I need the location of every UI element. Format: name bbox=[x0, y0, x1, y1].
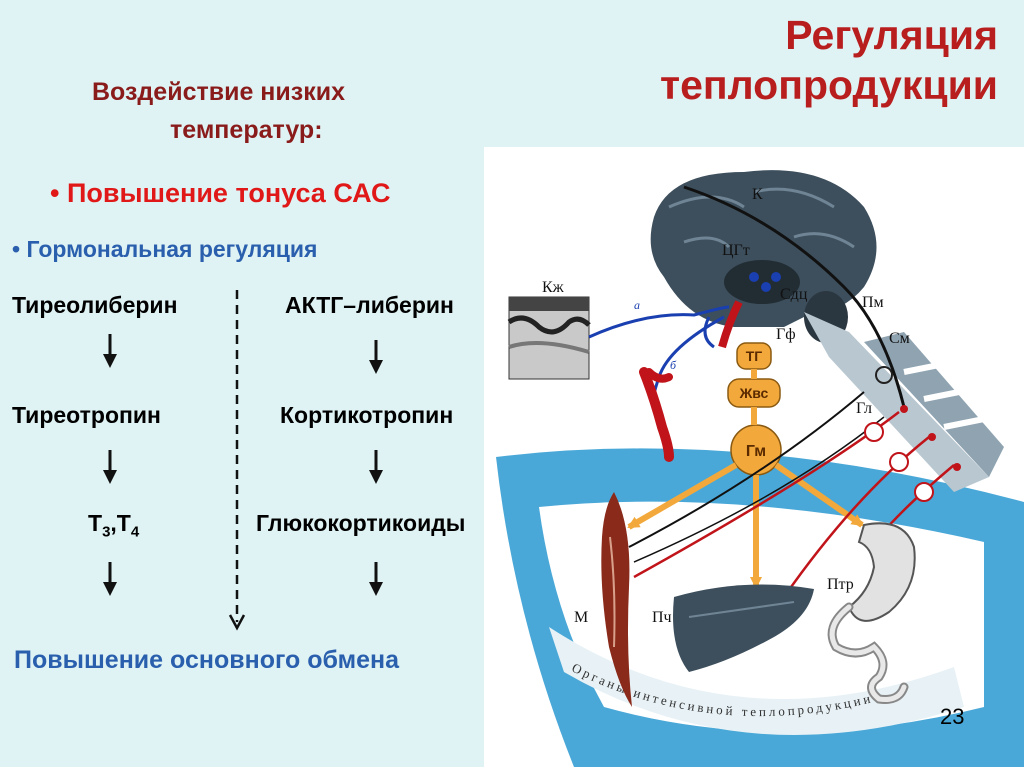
chain-right-glucocorticoids: Глюкокортикоиды bbox=[256, 510, 466, 536]
label-a: а bbox=[634, 298, 640, 312]
page-number: 23 bbox=[940, 704, 965, 729]
hypophysis-stalk bbox=[718, 300, 743, 349]
arrow-thyrotropin-down bbox=[103, 450, 117, 484]
label-Gf: Гф bbox=[776, 326, 796, 343]
label-Gl: Гл bbox=[856, 400, 872, 417]
label-Pch: Пч bbox=[652, 609, 672, 626]
hypothalamus-region bbox=[724, 260, 800, 304]
label-CGt: ЦГт bbox=[722, 242, 750, 259]
chain-left-thyrotropin: Тиреотропин bbox=[12, 402, 161, 428]
label-Zhvs: Жвс bbox=[739, 385, 769, 401]
label-Gm: Гм bbox=[746, 443, 766, 460]
muscle-fiber bbox=[609, 536, 616, 648]
arrow-t3t4-down bbox=[103, 562, 117, 596]
bullet-sas: • Повышение тонуса САС bbox=[50, 178, 391, 208]
arrow-corticotropin-down bbox=[369, 450, 383, 484]
chain-right-acth-liberin: АКТГ–либерин bbox=[285, 292, 454, 318]
spinal-cord bbox=[804, 312, 989, 492]
muscle-organ bbox=[601, 492, 632, 707]
chain-left-thyroliberin: Тиреолиберин bbox=[12, 292, 178, 318]
stomach-organ bbox=[847, 522, 916, 622]
arrow-acth-down bbox=[369, 340, 383, 374]
blood-vessel-branch bbox=[645, 368, 673, 383]
afferent-branch bbox=[703, 316, 715, 349]
thermo-center-dot bbox=[761, 282, 771, 292]
label-Sm: См bbox=[889, 330, 910, 347]
blood-vessel bbox=[639, 367, 674, 462]
label-M: М bbox=[574, 609, 588, 626]
label-Pm: Пм bbox=[862, 294, 884, 311]
chain-arrows bbox=[103, 290, 383, 631]
result-basal-metabolism: Повышение основного обмена bbox=[14, 646, 400, 674]
vertebra-gap bbox=[943, 414, 995, 430]
chain-right-corticotropin: Кортикотропин bbox=[280, 402, 454, 428]
dashed-divider bbox=[228, 290, 246, 631]
afferent-path-a bbox=[588, 305, 730, 339]
chain-left-t3-t4: T3,T4 bbox=[88, 510, 140, 541]
nerve-root-dot bbox=[900, 405, 908, 413]
label-Sdc: Сдц bbox=[780, 286, 808, 303]
nerve-root-dot bbox=[953, 463, 961, 471]
liver-organ bbox=[673, 584, 814, 672]
subtitle-line-2: температур: bbox=[170, 116, 323, 144]
caption-band bbox=[549, 627, 964, 735]
subtitle-line-1: Воздействие низких bbox=[92, 78, 345, 106]
motor-nerve-muscle-2 bbox=[633, 416, 885, 563]
nerve-root-dot bbox=[928, 433, 936, 441]
label-Kzh: Кж bbox=[542, 279, 565, 296]
slide-title-line-1: Регуляция bbox=[785, 12, 998, 58]
liver-detail bbox=[688, 601, 795, 618]
arrow-thyroliberin-down bbox=[103, 334, 117, 368]
slide-title-line-2: теплопродукции bbox=[660, 62, 998, 108]
skin-surface bbox=[509, 297, 589, 311]
ganglion-circle bbox=[889, 452, 909, 472]
descending-pathway bbox=[683, 185, 906, 408]
efferent-nerve-liver bbox=[782, 436, 930, 598]
label-K: К bbox=[752, 186, 763, 203]
label-TG: ТГ bbox=[746, 348, 763, 364]
brain-cortex bbox=[650, 170, 877, 327]
intestine-highlight bbox=[829, 604, 907, 702]
hormone-arrow-muscle bbox=[627, 462, 738, 530]
thermo-center-dot bbox=[771, 272, 781, 282]
label-Ptr: Птр bbox=[827, 576, 854, 593]
vertebra-gap bbox=[923, 386, 975, 402]
thermo-center-dot bbox=[749, 272, 759, 282]
vertebra-gap bbox=[903, 359, 955, 375]
vertebrae bbox=[864, 332, 1004, 477]
ganglion-circle bbox=[864, 422, 884, 442]
arrow-glucocorticoids-down bbox=[369, 562, 383, 596]
sympathetic-ganglion bbox=[875, 366, 893, 384]
bullet-hormonal: • Гормональная регуляция bbox=[12, 236, 318, 262]
heat-production-diagram: Органы интенсивной теплопродукции bbox=[484, 147, 1024, 767]
skin-layer bbox=[508, 341, 590, 354]
label-b: б bbox=[670, 358, 677, 372]
motor-nerve-muscle bbox=[628, 391, 865, 548]
skin-layer bbox=[507, 315, 591, 335]
afferent-path-b bbox=[657, 315, 725, 378]
ganglion-circle bbox=[914, 482, 934, 502]
